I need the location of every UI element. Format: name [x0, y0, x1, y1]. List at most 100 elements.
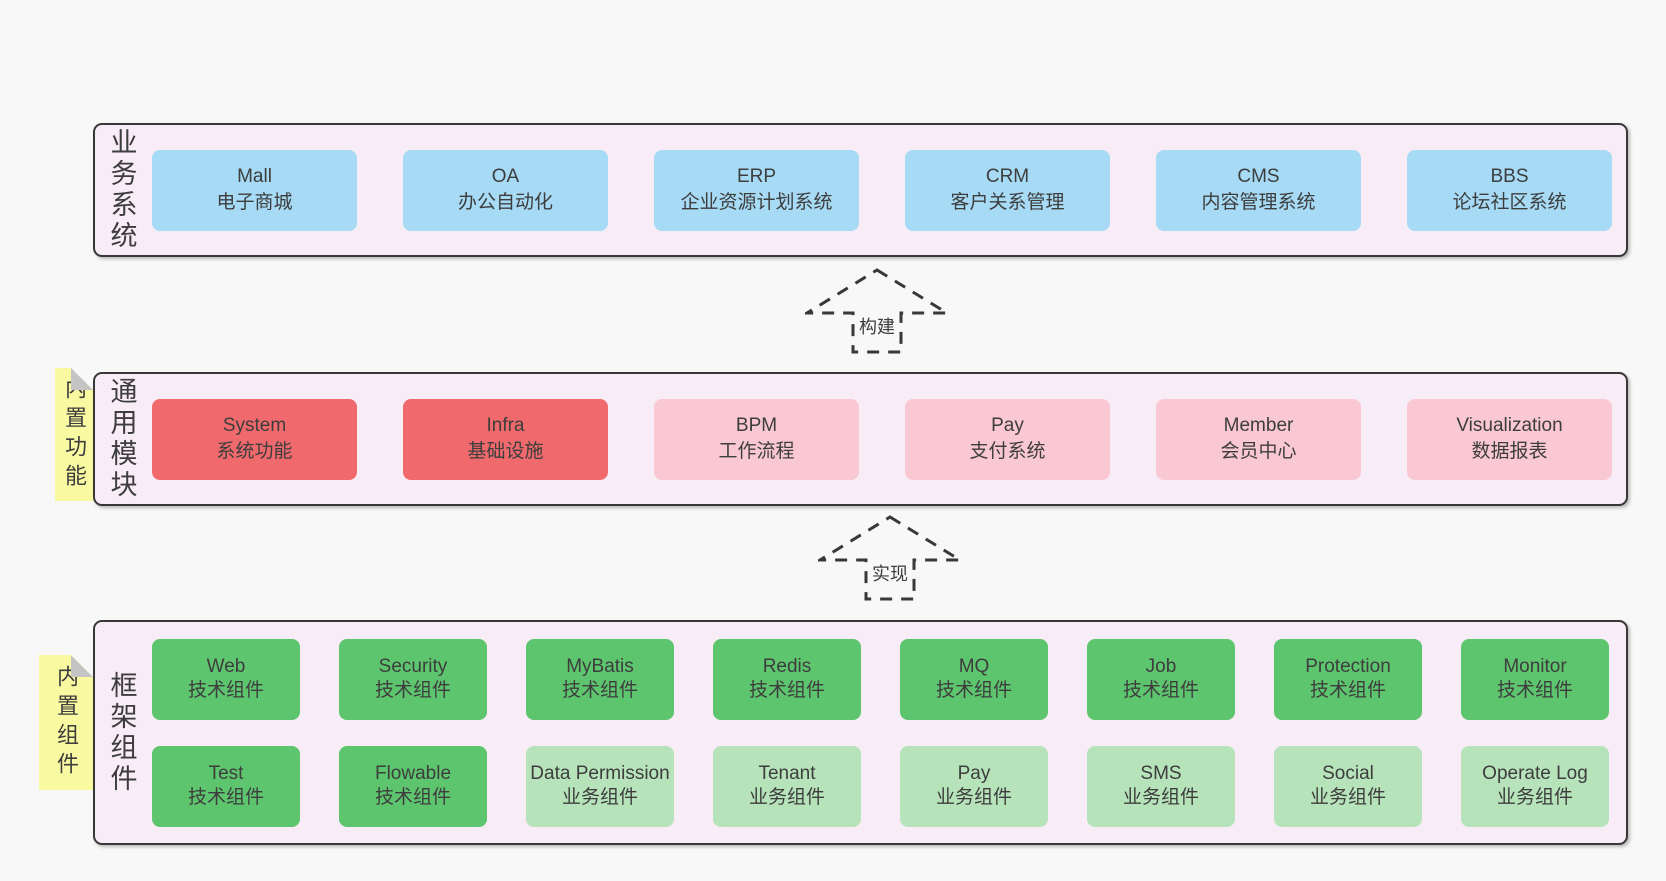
box-oa: OA 办公自动化	[403, 149, 608, 231]
box-subtitle: 论坛社区系统	[1452, 192, 1567, 213]
box-bbs: BBS 论坛社区系统	[1407, 149, 1612, 231]
box-subtitle: 业务组件	[935, 787, 1012, 808]
box-name: ERP	[736, 166, 777, 187]
up-arrow-icon	[818, 515, 962, 601]
box-subtitle: 企业资源计划系统	[680, 192, 833, 213]
layer-label-modules: 通用模块	[106, 377, 137, 501]
box-subtitle: 客户关系管理	[950, 192, 1065, 213]
note-text: 内置功能	[62, 376, 87, 493]
box-name: Redis	[762, 656, 812, 677]
box-subtitle: 技术组件	[374, 787, 451, 808]
box-name: MQ	[958, 656, 990, 677]
box-subtitle: 内容管理系统	[1201, 192, 1316, 213]
box-mybatis: MyBatis 技术组件	[526, 638, 674, 720]
box-name: Security	[378, 656, 448, 677]
box-crm: CRM 客户关系管理	[905, 149, 1110, 231]
box-monitor: Monitor 技术组件	[1461, 638, 1609, 720]
box-name: Job	[1145, 656, 1177, 677]
layer-label-components: 框架组件	[106, 670, 137, 795]
box-name: Infra	[486, 415, 525, 436]
box-system: System 系统功能	[152, 398, 357, 480]
box-row: System 系统功能 Infra 基础设施 BPM 工作流程 Pay 支付系统 Member 会…	[152, 398, 1614, 480]
folded-corner-icon	[71, 368, 93, 390]
box-name: Operate Log	[1482, 763, 1588, 784]
arrow-label-build: 构建	[856, 313, 898, 339]
box-name: Data Permission	[530, 763, 670, 784]
box-subtitle: 业务组件	[748, 787, 825, 808]
box-name: Social	[1322, 763, 1374, 784]
box-subtitle: 支付系统	[969, 441, 1046, 462]
up-arrow-icon	[805, 268, 949, 354]
box-name: SMS	[1140, 763, 1182, 784]
box-subtitle: 办公自动化	[457, 192, 553, 213]
business-boxes: Mall 电子商城 OA 办公自动化 ERP 企业资源计划系统 CRM 客户关系管理 CMS 内容…	[149, 125, 1626, 255]
module-boxes: System 系统功能 Infra 基础设施 BPM 工作流程 Pay 支付系统 Member 会…	[149, 374, 1626, 504]
box-subtitle: 技术组件	[187, 787, 264, 808]
box-subtitle: 技术组件	[935, 680, 1012, 701]
box-subtitle: 技术组件	[748, 680, 825, 701]
box-name: Pay	[957, 763, 991, 784]
folded-corner-icon	[71, 655, 93, 677]
box-test: Test 技术组件	[152, 745, 300, 827]
box-data-permission: Data Permission 业务组件	[526, 745, 674, 827]
box-pay: Pay 业务组件	[900, 745, 1048, 827]
box-mq: MQ 技术组件	[900, 638, 1048, 720]
box-name: Protection	[1305, 656, 1391, 677]
box-name: Member	[1223, 415, 1294, 436]
sticky-note-builtin-components: 内置组件	[39, 655, 93, 790]
arrow-label-implement: 实现	[869, 560, 911, 586]
box-subtitle: 业务组件	[1309, 787, 1386, 808]
box-name: Mall	[237, 166, 272, 187]
layer-common-modules: 通用模块 System 系统功能 Infra 基础设施 BPM 工作流程 Pay 支付系统 Me…	[93, 372, 1628, 506]
box-bpm: BPM 工作流程	[654, 398, 859, 480]
box-mall: Mall 电子商城	[152, 149, 357, 231]
box-social: Social 业务组件	[1274, 745, 1422, 827]
box-name: MyBatis	[566, 656, 634, 677]
box-subtitle: 基础设施	[467, 441, 544, 462]
box-subtitle: 系统功能	[216, 441, 293, 462]
box-name: OA	[491, 166, 520, 187]
box-subtitle: 技术组件	[374, 680, 451, 701]
box-row: Mall 电子商城 OA 办公自动化 ERP 企业资源计划系统 CRM 客户关系管理 CMS 内容…	[152, 149, 1614, 231]
box-name: Monitor	[1503, 656, 1567, 677]
box-name: CRM	[985, 166, 1030, 187]
layer-business-systems: 业务系统 Mall 电子商城 OA 办公自动化 ERP 企业资源计划系统 CRM 客户关系管理…	[93, 123, 1628, 257]
box-subtitle: 会员中心	[1220, 441, 1297, 462]
sticky-note-builtin-functions: 内置功能	[55, 368, 93, 501]
box-security: Security 技术组件	[339, 638, 487, 720]
box-cms: CMS 内容管理系统	[1156, 149, 1361, 231]
box-subtitle: 业务组件	[561, 787, 638, 808]
layer-label-business: 业务系统	[106, 128, 137, 252]
box-name: BPM	[735, 415, 778, 436]
up-arrow-build: 构建	[805, 268, 949, 354]
box-infra: Infra 基础设施	[403, 398, 608, 480]
box-name: CMS	[1237, 166, 1280, 187]
box-name: Test	[208, 763, 244, 784]
box-name: BBS	[1490, 166, 1529, 187]
box-visualization: Visualization 数据报表	[1407, 398, 1612, 480]
box-redis: Redis 技术组件	[713, 638, 861, 720]
box-name: Visualization	[1456, 415, 1563, 436]
box-subtitle: 电子商城	[216, 192, 293, 213]
box-name: Pay	[991, 415, 1024, 436]
box-name: System	[222, 415, 287, 436]
box-subtitle: 数据报表	[1471, 441, 1548, 462]
box-subtitle: 工作流程	[718, 441, 795, 462]
up-arrow-implement: 实现	[818, 515, 962, 601]
box-subtitle: 技术组件	[561, 680, 638, 701]
note-text: 内置组件	[54, 664, 79, 781]
box-subtitle: 技术组件	[187, 680, 264, 701]
box-subtitle: 业务组件	[1496, 787, 1573, 808]
box-subtitle: 技术组件	[1122, 680, 1199, 701]
box-name: Flowable	[374, 763, 452, 784]
box-subtitle: 技术组件	[1309, 680, 1386, 701]
box-subtitle: 技术组件	[1496, 680, 1573, 701]
